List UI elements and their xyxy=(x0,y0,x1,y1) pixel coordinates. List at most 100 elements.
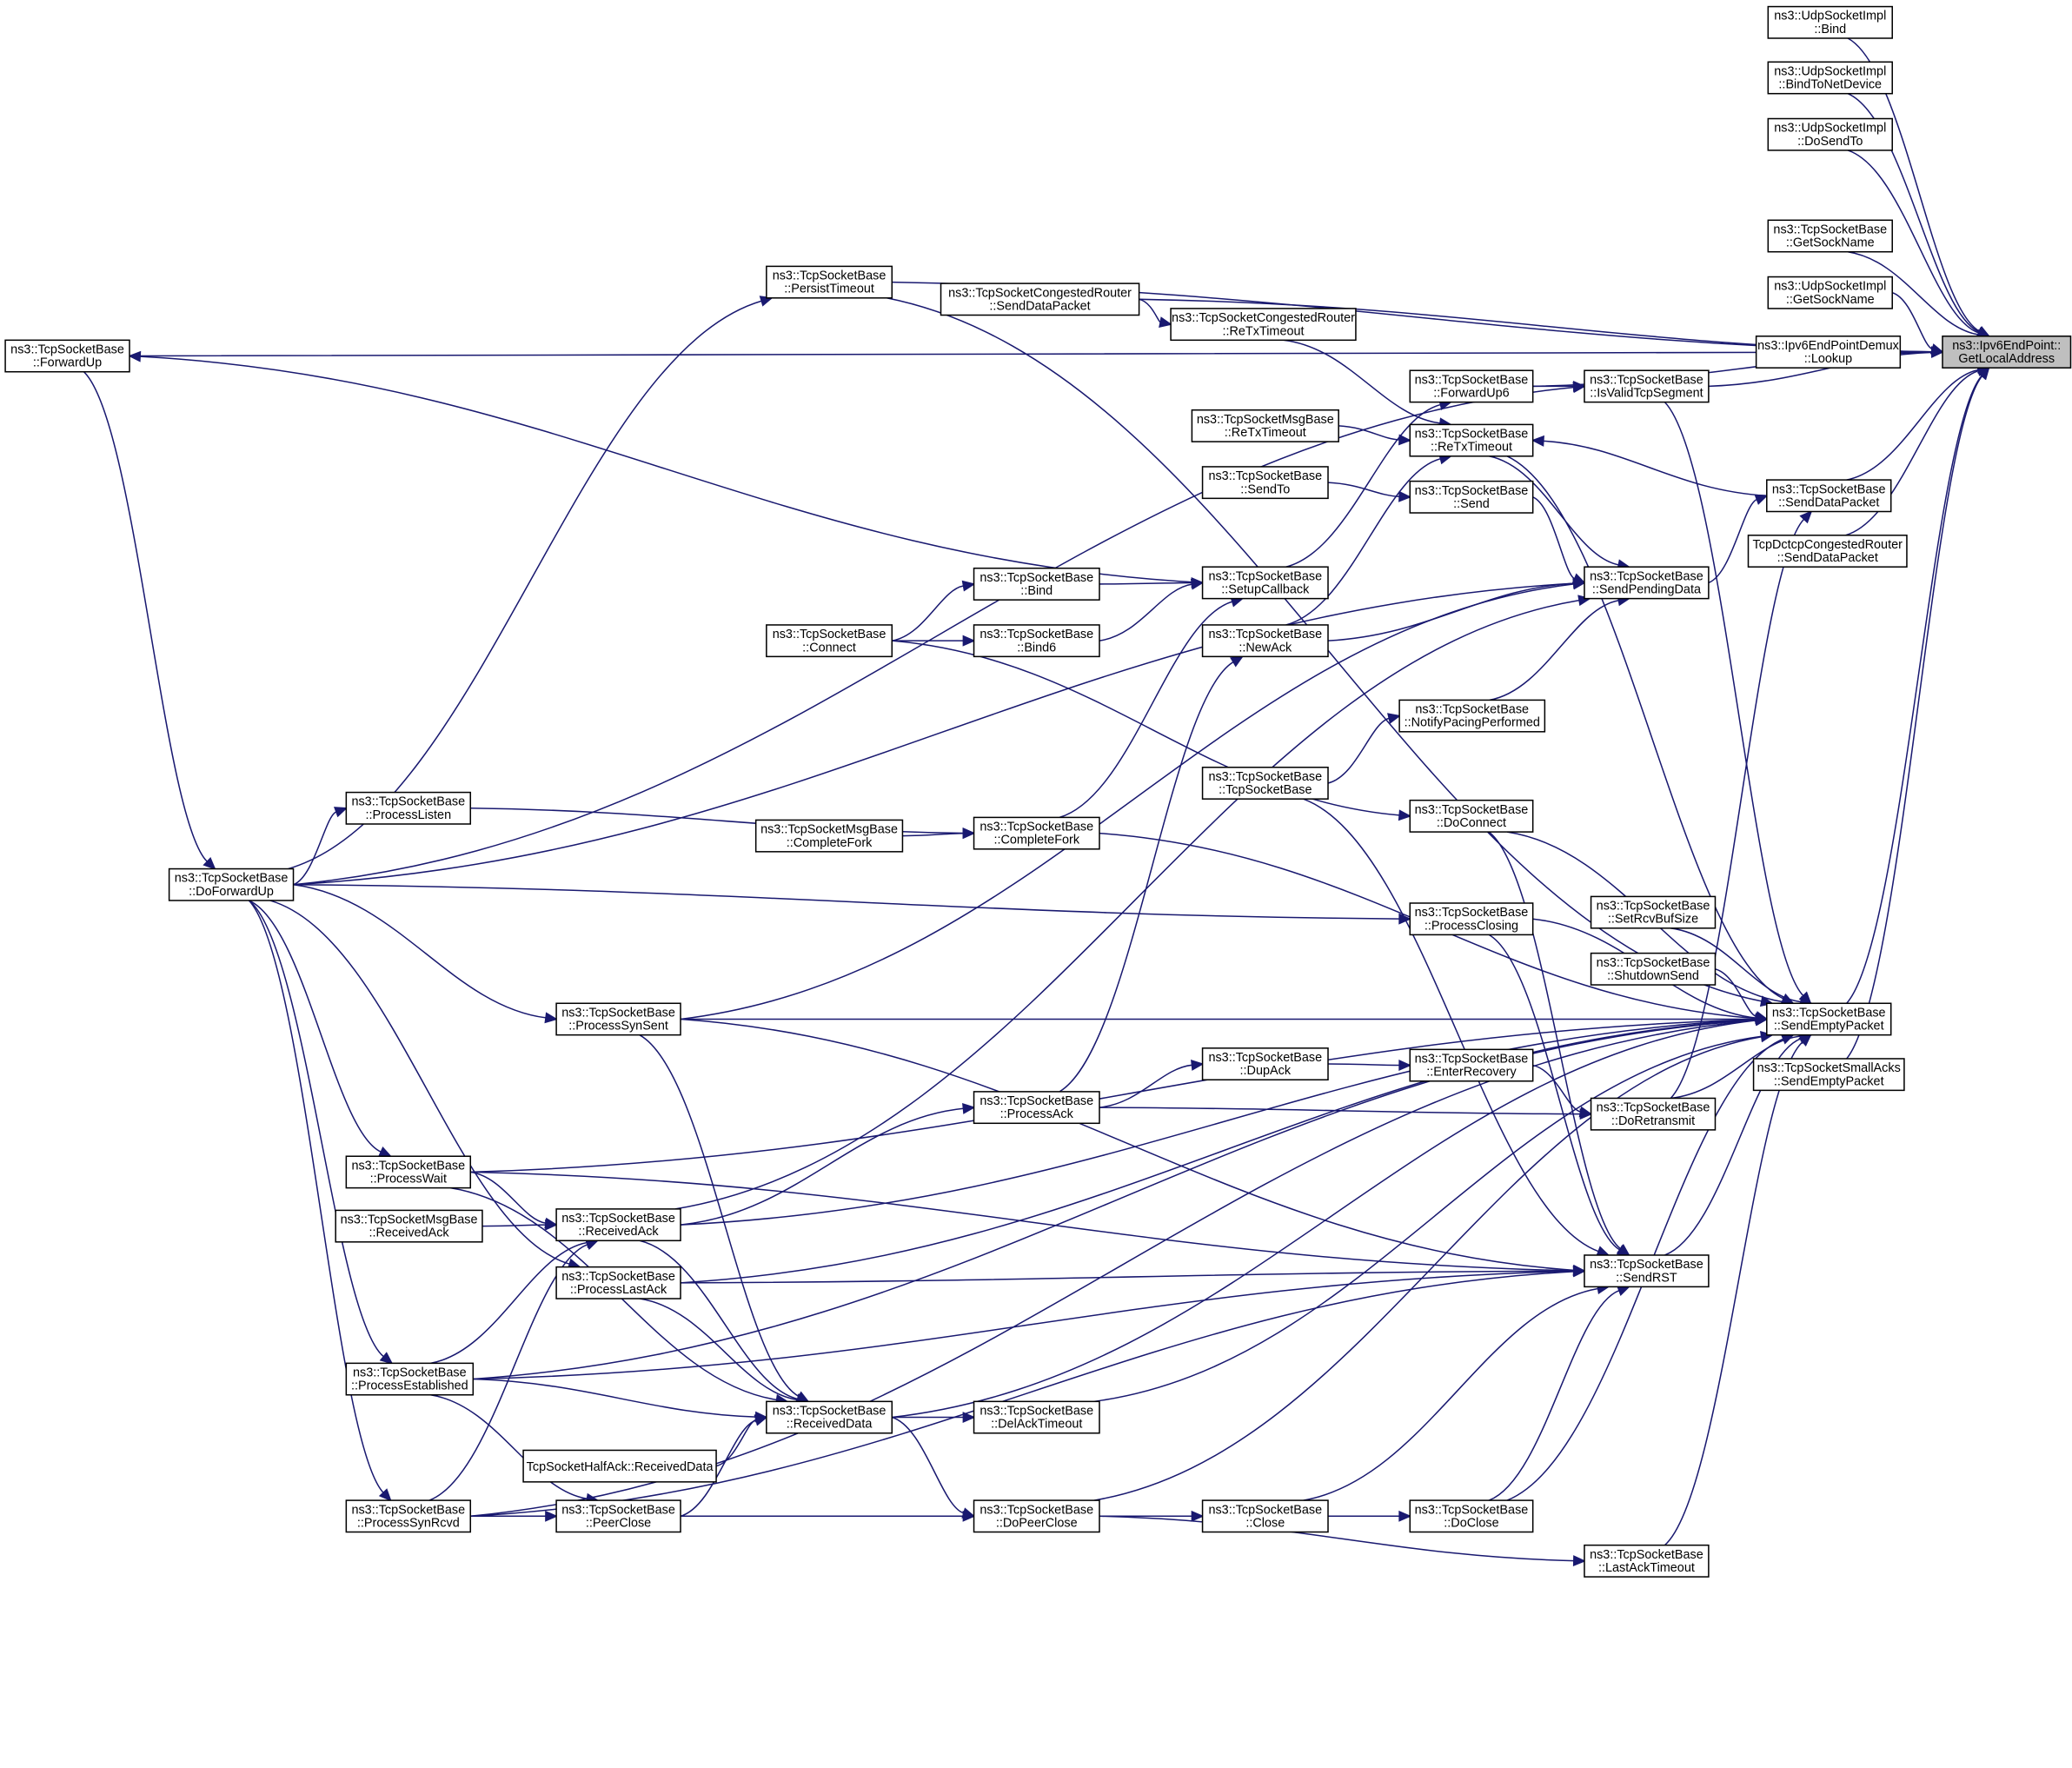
graph-node-lastacktimeout[interactable]: ns3::TcpSocketBase::LastAckTimeout xyxy=(1584,1544,1710,1578)
graph-node-congested_retxtimeout[interactable]: ns3::TcpSocketCongestedRouter::ReTxTimeo… xyxy=(1170,308,1357,342)
edge-newack-to-retxtimeout xyxy=(1285,458,1441,626)
node-label: ns3::TcpSocketBase xyxy=(1208,1503,1322,1517)
graph-node-completefork[interactable]: ns3::TcpSocketBase::CompleteFork xyxy=(973,816,1100,850)
graph-node-bind6[interactable]: ns3::TcpSocketBase::Bind6 xyxy=(973,624,1100,658)
node-label: ns3::TcpSocketBase xyxy=(1597,956,1710,970)
node-box xyxy=(973,567,1100,601)
graph-node-doclose[interactable]: ns3::TcpSocketBase::DoClose xyxy=(1409,1499,1534,1533)
edge-receivedack-to-sendpendingdata xyxy=(674,599,1580,1210)
node-label: ns3::TcpSocketBase xyxy=(175,872,289,886)
graph-node-senddatapacket[interactable]: ns3::TcpSocketBase::SendDataPacket xyxy=(1766,479,1892,513)
graph-node-tcp_getsockname[interactable]: ns3::TcpSocketBase::GetSockName xyxy=(1767,219,1893,253)
graph-node-sendemptypacket[interactable]: ns3::TcpSocketBase::SendEmptyPacket xyxy=(1766,1002,1892,1036)
node-box xyxy=(1584,1254,1710,1288)
node-box xyxy=(1767,117,1893,151)
graph-node-smallacks_sendemptypacket[interactable]: ns3::TcpSocketSmallAcks::SendEmptyPacket xyxy=(1752,1058,1905,1092)
graph-node-isvalidtcpsegment[interactable]: ns3::TcpSocketBase::IsValidTcpSegment xyxy=(1584,369,1710,403)
graph-node-udp_bindtonetdevice[interactable]: ns3::UdpSocketImpl::BindToNetDevice xyxy=(1767,61,1893,95)
node-box xyxy=(1942,336,2072,369)
node-label: ns3::TcpSocketBase xyxy=(561,1270,675,1284)
graph-node-doconnect[interactable]: ns3::TcpSocketBase::DoConnect xyxy=(1409,799,1534,833)
graph-node-setupcallback[interactable]: ns3::TcpSocketBase::SetupCallback xyxy=(1201,566,1329,600)
graph-node-processwait[interactable]: ns3::TcpSocketBase::ProcessWait xyxy=(345,1155,472,1189)
graph-node-processack[interactable]: ns3::TcpSocketBase::ProcessAck xyxy=(973,1091,1100,1125)
graph-node-udp_bind[interactable]: ns3::UdpSocketImpl::Bind xyxy=(1767,5,1893,39)
graph-node-send[interactable]: ns3::TcpSocketBase::Send xyxy=(1409,480,1534,514)
node-label: GetLocalAddress xyxy=(1958,352,2055,366)
node-label: ::ProcessSynRcvd xyxy=(357,1516,460,1530)
graph-node-connect[interactable]: ns3::TcpSocketBase::Connect xyxy=(766,624,893,658)
edge-processsynrcvd-to-receivedack xyxy=(428,1243,588,1501)
node-box xyxy=(766,265,893,299)
node-label: ::CompleteFork xyxy=(787,836,873,850)
node-box xyxy=(766,624,893,658)
graph-node-setrcvbufsize[interactable]: ns3::TcpSocketBase::SetRcvBufSize xyxy=(1590,895,1717,929)
graph-node-getlocaladdress[interactable]: ns3::Ipv6EndPoint::GetLocalAddress xyxy=(1942,336,2072,369)
edge-processwait-to-sendrst xyxy=(470,1171,1574,1272)
edge-ctor-to-notifypacingperformed xyxy=(1327,717,1390,784)
graph-node-congested_senddatapacket[interactable]: ns3::TcpSocketCongestedRouter::SendDataP… xyxy=(940,282,1140,316)
graph-node-msg_receivedack[interactable]: ns3::TcpSocketMsgBase::ReceivedAck xyxy=(335,1209,483,1243)
node-box xyxy=(1590,1097,1717,1131)
arrowhead-icon xyxy=(377,1147,393,1157)
edge-msg_completefork-to-completefork xyxy=(902,832,964,837)
graph-node-processclosing[interactable]: ns3::TcpSocketBase::ProcessClosing xyxy=(1409,902,1534,936)
graph-node-processsynrcvd[interactable]: ns3::TcpSocketBase::ProcessSynRcvd xyxy=(345,1499,472,1533)
node-label: ::ProcessEstablished xyxy=(351,1379,468,1393)
graph-node-dopeerclose[interactable]: ns3::TcpSocketBase::DoPeerClose xyxy=(973,1499,1100,1533)
graph-node-receivedack[interactable]: ns3::TcpSocketBase::ReceivedAck xyxy=(555,1208,681,1242)
node-box xyxy=(1409,423,1534,457)
graph-node-forwardup[interactable]: ns3::TcpSocketBase::ForwardUp xyxy=(4,339,130,373)
graph-node-processestablished[interactable]: ns3::TcpSocketBase::ProcessEstablished xyxy=(345,1362,475,1396)
edge-retxtimeout-to-sendemptypacket xyxy=(1506,455,1784,1000)
graph-node-msg_completefork[interactable]: ns3::TcpSocketMsgBase::CompleteFork xyxy=(754,819,904,853)
graph-node-close[interactable]: ns3::TcpSocketBase::Close xyxy=(1201,1499,1329,1533)
graph-node-dupack[interactable]: ns3::TcpSocketBase::DupAck xyxy=(1201,1047,1329,1080)
graph-node-halfack_receiveddata[interactable]: TcpSocketHalfAck::ReceivedData xyxy=(522,1449,717,1483)
node-label: ::TcpSocketBase xyxy=(1219,783,1312,797)
graph-node-notifypacingperformed[interactable]: ns3::TcpSocketBase::NotifyPacingPerforme… xyxy=(1398,699,1546,733)
graph-node-retxtimeout[interactable]: ns3::TcpSocketBase::ReTxTimeout xyxy=(1409,423,1534,457)
graph-node-newack[interactable]: ns3::TcpSocketBase::NewAck xyxy=(1201,624,1329,658)
node-label: ::ProcessWait xyxy=(370,1173,447,1186)
graph-node-udp_dosendto[interactable]: ns3::UdpSocketImpl::DoSendTo xyxy=(1767,117,1893,151)
node-box xyxy=(1201,566,1329,600)
graph-node-processlisten[interactable]: ns3::TcpSocketBase::ProcessListen xyxy=(345,791,472,825)
graph-node-doretransmit[interactable]: ns3::TcpSocketBase::DoRetransmit xyxy=(1590,1097,1717,1131)
graph-node-dctcp_senddatapacket[interactable]: TcpDctcpCongestedRouter::SendDataPacket xyxy=(1747,535,1908,568)
graph-node-demux_lookup[interactable]: ns3::Ipv6EndPointDemux::Lookup xyxy=(1755,336,1902,369)
graph-node-msg_retxtimeout[interactable]: ns3::TcpSocketMsgBase::ReTxTimeout xyxy=(1191,409,1339,442)
graph-node-ctor[interactable]: ns3::TcpSocketBase::TcpSocketBase xyxy=(1201,767,1329,800)
graph-node-processsynsent[interactable]: ns3::TcpSocketBase::ProcessSynSent xyxy=(555,1002,681,1036)
node-label: ns3::TcpSocketBase xyxy=(1415,703,1529,717)
graph-node-persisttimeout[interactable]: ns3::TcpSocketBase::PersistTimeout xyxy=(766,265,893,299)
node-box xyxy=(345,1499,472,1533)
node-label: ns3::UdpSocketImpl xyxy=(1774,10,1886,23)
graph-node-sendto[interactable]: ns3::TcpSocketBase::SendTo xyxy=(1201,466,1329,500)
graph-node-forwardup6[interactable]: ns3::TcpSocketBase::ForwardUp6 xyxy=(1409,369,1534,403)
node-box xyxy=(1767,5,1893,39)
edge-msg_receivedack-to-receivedack xyxy=(481,1224,546,1227)
edge-enterrecovery-to-doretransmit xyxy=(1532,1064,1581,1113)
node-label: ::DupAck xyxy=(1240,1064,1292,1078)
edge-doforwardup-to-processlisten xyxy=(293,811,337,886)
graph-node-delacktimeout[interactable]: ns3::TcpSocketBase::DelAckTimeout xyxy=(973,1400,1100,1434)
graph-node-bind[interactable]: ns3::TcpSocketBase::Bind xyxy=(973,567,1100,601)
graph-node-shutdownsend[interactable]: ns3::TcpSocketBase::ShutdownSend xyxy=(1590,952,1717,986)
arrowhead-icon xyxy=(1616,1285,1631,1297)
node-box xyxy=(766,1400,893,1434)
graph-node-sendrst[interactable]: ns3::TcpSocketBase::SendRST xyxy=(1584,1254,1710,1288)
graph-node-processlastack[interactable]: ns3::TcpSocketBase::ProcessLastAck xyxy=(555,1266,681,1299)
graph-node-doforwardup[interactable]: ns3::TcpSocketBase::DoForwardUp xyxy=(168,867,295,901)
graph-node-receiveddata[interactable]: ns3::TcpSocketBase::ReceivedData xyxy=(766,1400,893,1434)
node-box xyxy=(1201,1499,1329,1533)
graph-node-peerclose[interactable]: ns3::TcpSocketBase::PeerClose xyxy=(555,1499,681,1533)
node-box xyxy=(973,816,1100,850)
graph-node-sendpendingdata[interactable]: ns3::TcpSocketBase::SendPendingData xyxy=(1584,566,1710,600)
node-label: ::DoConnect xyxy=(1437,816,1506,830)
graph-node-enterrecovery[interactable]: ns3::TcpSocketBase::EnterRecovery xyxy=(1409,1048,1534,1082)
node-label: ns3::TcpSocketBase xyxy=(773,269,887,283)
node-label: ::PeerClose xyxy=(586,1516,651,1530)
arrowhead-icon xyxy=(1191,1059,1205,1071)
graph-node-udp_getsockname[interactable]: ns3::UdpSocketImpl::GetSockName xyxy=(1767,276,1893,309)
